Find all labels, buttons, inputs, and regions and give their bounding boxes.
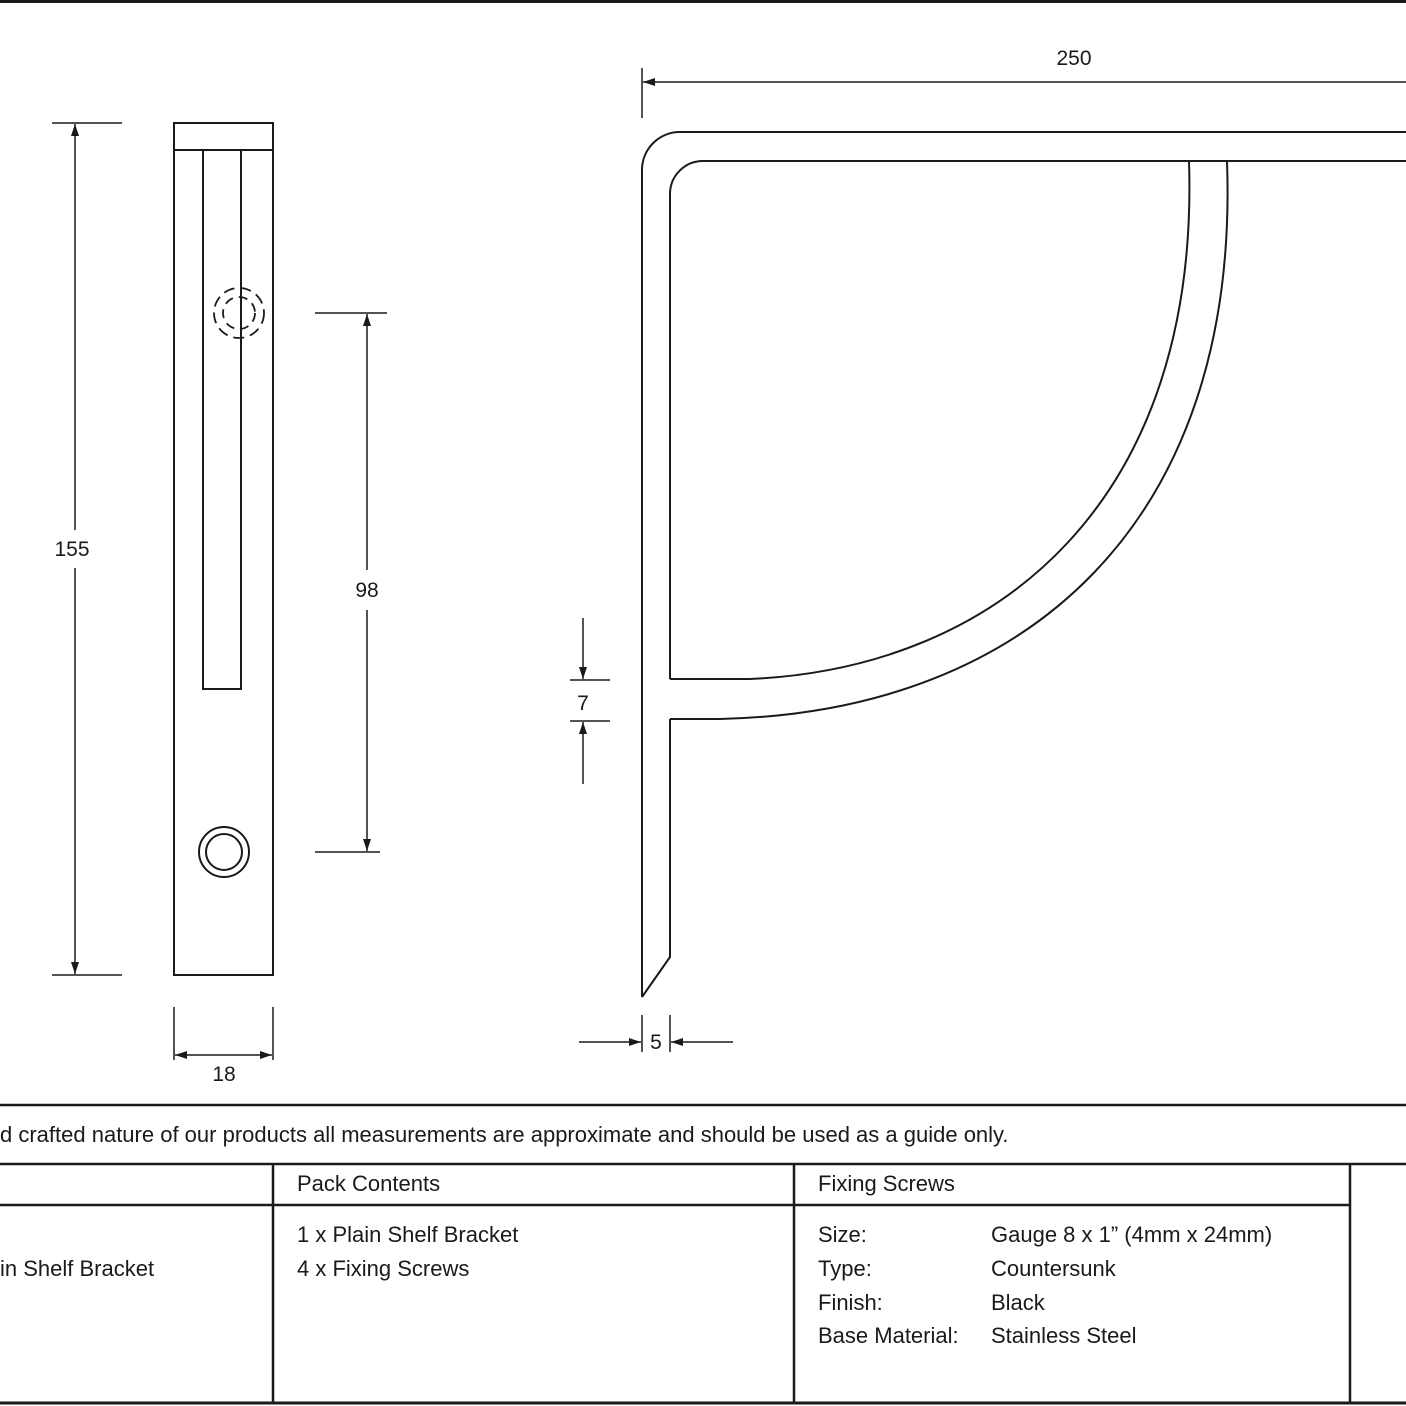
screw-hole-outer [198,826,250,878]
dim-height-label: 155 [54,538,89,561]
screw-type-label: Type: [818,1256,872,1281]
screw-size-label: Size: [818,1222,867,1247]
dim-slot-spacing-label: 98 [355,579,378,602]
bracket-outer-edge [641,131,1406,997]
front-view [173,122,274,976]
dim-width [173,1007,274,1060]
dim-width-label: 18 [212,1063,235,1086]
dim-length [641,68,1406,118]
dim-length-label: 250 [1056,47,1091,70]
pack-item-bracket: 1 x Plain Shelf Bracket [297,1222,519,1247]
screw-finish-label: Finish: [818,1290,883,1315]
product-name: in Shelf Bracket [0,1256,155,1281]
dim-slot-spacing [315,312,387,853]
disclaimer-text: d crafted nature of our products all mea… [0,1122,1009,1147]
dim-height [52,122,122,976]
slot-outline [202,149,242,690]
screw-material-label: Base Material: [818,1323,959,1348]
front-plate-outline [173,122,274,976]
dim-arm-thickness-label: 7 [577,692,589,715]
pack-contents-header: Pack Contents [297,1171,441,1196]
dim-material-thickness [579,1015,733,1052]
hidden-hole-inner [222,296,256,330]
brace-outer-curve [670,160,1229,720]
screw-hole-inner [205,833,243,871]
bracket-inner-edge [669,160,1406,679]
fixing-screws-header: Fixing Screws [818,1171,955,1196]
info-panel-lines [0,1103,1406,1405]
dim-arm-thickness [570,618,610,784]
dim-material-thickness-label: 5 [650,1031,662,1054]
screw-size-value: Gauge 8 x 1” (4mm x 24mm) [991,1222,1273,1247]
pack-item-screws: 4 x Fixing Screws [297,1256,470,1281]
bracket-vertical-bottom [641,719,671,998]
screw-material-value: Stainless Steel [991,1323,1137,1348]
side-view [641,131,1406,998]
brace-inner-curve [670,160,1191,680]
screw-type-value: Countersunk [991,1256,1116,1281]
hidden-hole-outer [213,287,265,339]
screw-finish-value: Black [991,1290,1045,1315]
